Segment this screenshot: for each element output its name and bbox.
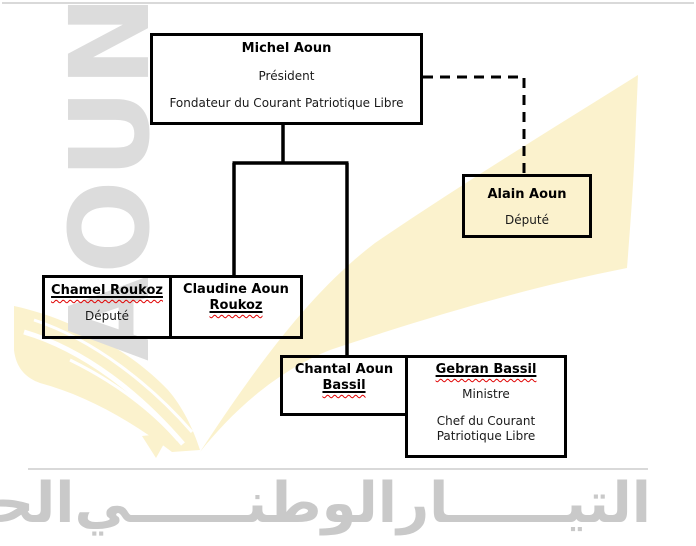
person-role: Fondateur du Courant Patriotique Libre <box>169 96 404 110</box>
person-name: Alain Aoun <box>487 187 567 202</box>
person-name: Chamel Roukoz <box>51 283 163 299</box>
person-role: Président <box>258 69 315 83</box>
footer-rule <box>28 468 648 470</box>
arabic-word: الحــــــر <box>0 471 75 536</box>
fpm-arabic-wordmark: التيــــــار الوطنــــــي الحــــــر <box>0 471 651 536</box>
person-role-line: Chef du Courant <box>436 414 536 428</box>
wing-feather-gap <box>69 358 180 441</box>
person-name: Chantal Aoun <box>294 362 394 377</box>
spellcheck-underline: Chamel Roukoz <box>51 283 163 298</box>
person-role-line: Patriotique Libre <box>436 429 536 443</box>
person-role: Chef du Courant Patriotique Libre <box>437 414 536 444</box>
arabic-word: الوطنــــــي <box>74 471 397 536</box>
person-name: Gebran Bassil <box>436 362 537 378</box>
solid-connector-lines <box>232 125 349 358</box>
spellcheck-underline: Bassil <box>322 378 366 393</box>
spellcheck-underline: Gebran Bassil <box>435 362 537 377</box>
node-box-michel-aoun: Michel Aoun Président Fondateur du Coura… <box>150 33 423 125</box>
node-box-gebran-bassil: Gebran Bassil Ministre Chef du Courant P… <box>405 355 567 458</box>
person-name: Michel Aoun <box>241 41 332 56</box>
node-box-claudine-aoun-roukoz: Claudine Aoun Roukoz <box>169 275 303 339</box>
person-name: Roukoz <box>210 298 263 314</box>
dashed-connector-line <box>423 75 526 175</box>
node-box-chamel-roukoz: Chamel Roukoz Député <box>42 275 172 339</box>
page-top-rule <box>2 2 694 4</box>
person-role: Ministre <box>462 387 510 401</box>
person-role: Député <box>85 309 129 323</box>
arabic-word: التيــــــار <box>396 471 651 536</box>
node-box-chantal-aoun-bassil: Chantal Aoun Bassil <box>280 355 408 416</box>
person-name: Claudine Aoun <box>183 282 289 297</box>
swoosh-tail-feather <box>142 433 170 458</box>
wing-feather-gap <box>33 318 194 433</box>
node-box-alain-aoun: Alain Aoun Député <box>462 174 592 238</box>
person-role: Député <box>505 213 549 227</box>
person-name: Bassil <box>322 378 365 394</box>
spellcheck-underline: Roukoz <box>209 298 263 313</box>
